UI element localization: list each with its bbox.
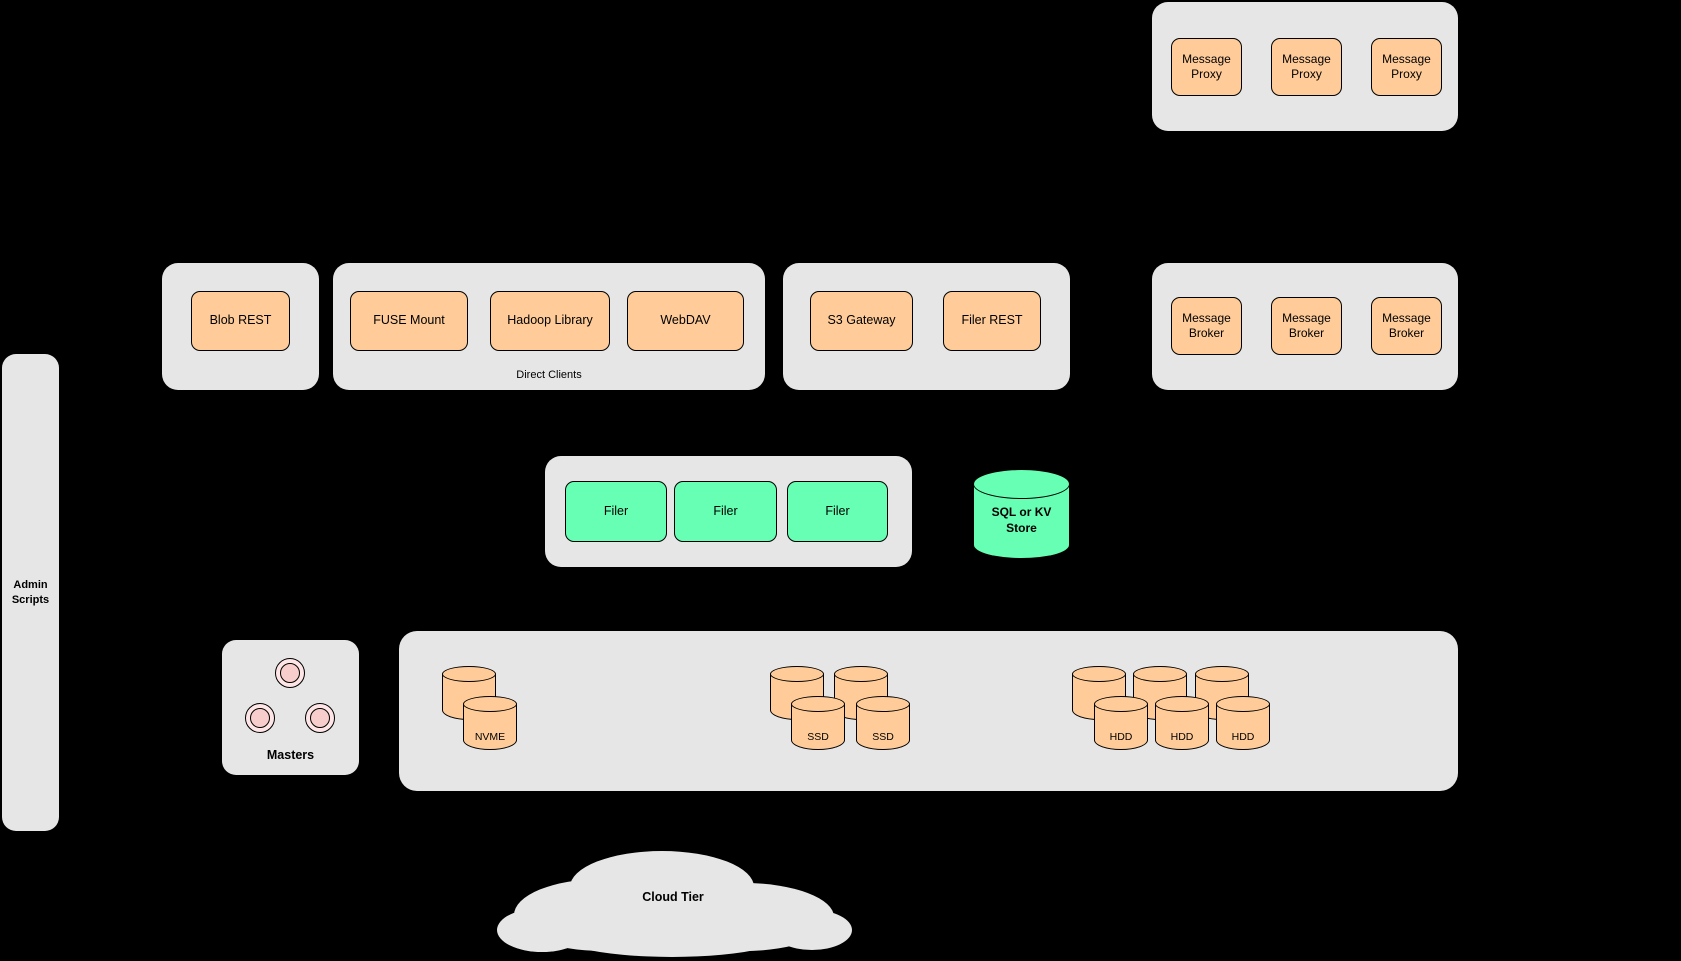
ssd-label-2: SSD (872, 731, 894, 743)
cylinder-top (1155, 696, 1209, 712)
nvme-label: NVME (474, 731, 506, 743)
cylinder-top (1195, 666, 1249, 682)
cylinder-top (856, 696, 910, 712)
gateway-cluster: S3 Gateway Filer REST (783, 263, 1070, 390)
ssd-cylinder-front-1: SSD (791, 696, 845, 750)
nvme-cylinder-front: NVME (463, 696, 517, 750)
cylinder-top (1094, 696, 1148, 712)
cylinder-top (1216, 696, 1270, 712)
master-node-circle-2 (245, 703, 275, 733)
filer-cluster: Filer Filer Filer (545, 456, 912, 567)
node-webdav: WebDAV (627, 291, 744, 351)
hdd-cylinder-front-3: HDD (1216, 696, 1270, 750)
cylinder-top (791, 696, 845, 712)
admin-scripts-label: Admin Scripts (11, 579, 50, 606)
hdd-cylinder-front-2: HDD (1155, 696, 1209, 750)
node-message-proxy-3: Message Proxy (1371, 38, 1442, 96)
cylinder-top (834, 666, 888, 682)
volume-servers-cluster: NVME SSD SSD (399, 631, 1458, 791)
direct-clients-cluster: FUSE Mount Hadoop Library WebDAV Direct … (333, 263, 765, 390)
hdd-label-2: HDD (1170, 731, 1194, 743)
node-filer-3: Filer (787, 481, 888, 542)
node-message-broker-3: Message Broker (1371, 297, 1442, 355)
cloud-icon (497, 851, 852, 957)
cylinder-top (442, 666, 496, 682)
master-node-circle-inner (280, 663, 300, 683)
node-blob-rest: Blob REST (191, 291, 290, 351)
hdd-cylinder-front-1: HDD (1094, 696, 1148, 750)
node-s3-gateway: S3 Gateway (810, 291, 913, 351)
node-message-broker-2: Message Broker (1271, 297, 1342, 355)
message-broker-cluster: Message Broker Message Broker Message Br… (1152, 263, 1458, 390)
master-node-circle-3 (305, 703, 335, 733)
ssd-cylinder-front-2: SSD (856, 696, 910, 750)
node-filer-1: Filer (565, 481, 667, 542)
cylinder-body (856, 704, 910, 750)
master-node-circle-1 (275, 658, 305, 688)
hdd-label-1: HDD (1109, 731, 1133, 743)
node-filer-2: Filer (674, 481, 777, 542)
node-fuse-mount: FUSE Mount (350, 291, 468, 351)
node-message-broker-1: Message Broker (1171, 297, 1242, 355)
master-node-circle-inner (310, 708, 330, 728)
cylinder-top (1072, 666, 1126, 682)
direct-clients-caption: Direct Clients (516, 369, 582, 381)
message-proxy-cluster: Message Proxy Message Proxy Message Prox… (1152, 2, 1458, 131)
sql-kv-store-label: SQL or KV Store (991, 505, 1052, 535)
cylinder-top (973, 469, 1070, 499)
cloud-tier-label: Cloud Tier (642, 890, 704, 904)
sql-kv-store-cylinder: SQL or KV Store (973, 469, 1070, 559)
node-message-proxy-1: Message Proxy (1171, 38, 1242, 96)
masters-label: Masters (266, 748, 315, 762)
node-message-proxy-2: Message Proxy (1271, 38, 1342, 96)
cylinder-top (1133, 666, 1187, 682)
admin-scripts-panel: Admin Scripts (2, 354, 59, 831)
master-node-circle-inner (250, 708, 270, 728)
ssd-label-1: SSD (807, 731, 829, 743)
hdd-label-3: HDD (1231, 731, 1255, 743)
cylinder-top (770, 666, 824, 682)
node-filer-rest: Filer REST (943, 291, 1041, 351)
cylinder-top (463, 696, 517, 712)
masters-cluster: Masters (222, 640, 359, 775)
node-hadoop-library: Hadoop Library (490, 291, 610, 351)
cloud-tier-shape: Cloud Tier (482, 845, 864, 961)
blob-rest-cluster: Blob REST (162, 263, 319, 390)
